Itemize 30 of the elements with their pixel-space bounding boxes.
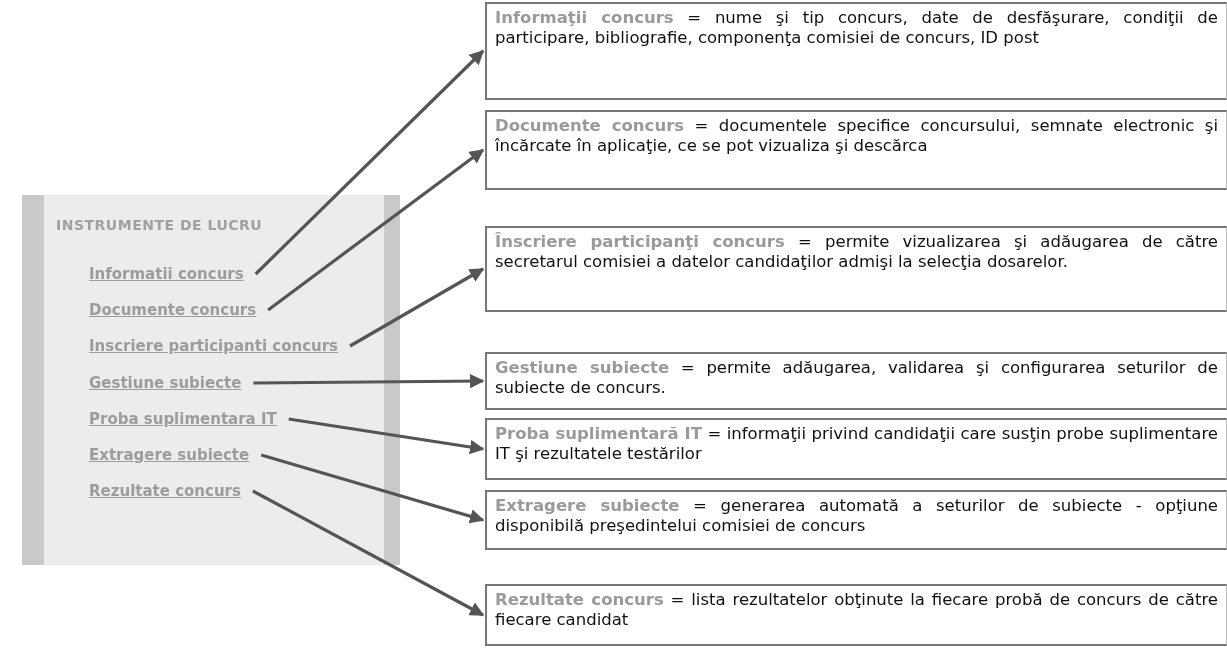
menu-heading: INSTRUMENTE DE LUCRU — [56, 217, 263, 233]
description-box — [485, 490, 1227, 550]
arrow — [260, 453, 485, 524]
menu-link: Rezultate concurs — [89, 482, 241, 500]
menu-link: Proba suplimentara IT — [89, 410, 277, 428]
description-box — [485, 2, 1227, 100]
description-box — [485, 110, 1227, 190]
description-box — [485, 226, 1227, 312]
arrow — [253, 373, 485, 389]
arrow — [267, 148, 485, 312]
description-text: Documente concurs = documentele specifice concursului, semnate electronic şi încărcate în aplicaţie, ce se pot vizualiza şi descărca — [495, 116, 1218, 156]
menu-panel — [22, 195, 400, 565]
menu-link: Informatii concurs — [89, 265, 244, 283]
menu-link: Documente concurs — [89, 301, 257, 319]
description-text: Informaţii concurs = nume şi tip concurs, date de desfăşurare, condiţii de participare, bibliografie, componenţa comisiei de concurs, ID post — [495, 8, 1218, 48]
description-box — [485, 352, 1227, 410]
arrow — [288, 417, 485, 455]
menu-link: Extragere subiecte — [89, 446, 250, 464]
arrow — [349, 267, 485, 348]
menu-link: Gestiune subiecte — [89, 374, 242, 392]
description-box — [485, 584, 1227, 646]
description-text: Înscriere participanţi concurs = permite vizualizarea şi adăugarea de către secretarul comisiei a datelor candidaţilor admişi la selecţia dosarelor. — [495, 232, 1218, 272]
arrow — [252, 489, 485, 617]
arrow — [254, 49, 485, 276]
description-text: Rezultate concurs = lista rezultatelor obţinute la fiecare probă de concurs de către fiecare candidat — [495, 590, 1218, 630]
description-text: Proba suplimentară IT = informaţii privind candidaţii care susţin probe suplimentare IT şi rezultatele testărilor — [495, 424, 1218, 464]
description-text: Extragere subiecte = generarea automată a seturilor de subiecte - opţiune disponibilă preşedintelui comisiei de concurs — [495, 496, 1218, 536]
description-box — [485, 418, 1227, 480]
menu-link: Inscriere participanti concurs — [89, 337, 339, 355]
description-text: Gestiune subiecte = permite adăugarea, validarea şi configurarea seturilor de subiecte de concurs. — [495, 358, 1218, 398]
